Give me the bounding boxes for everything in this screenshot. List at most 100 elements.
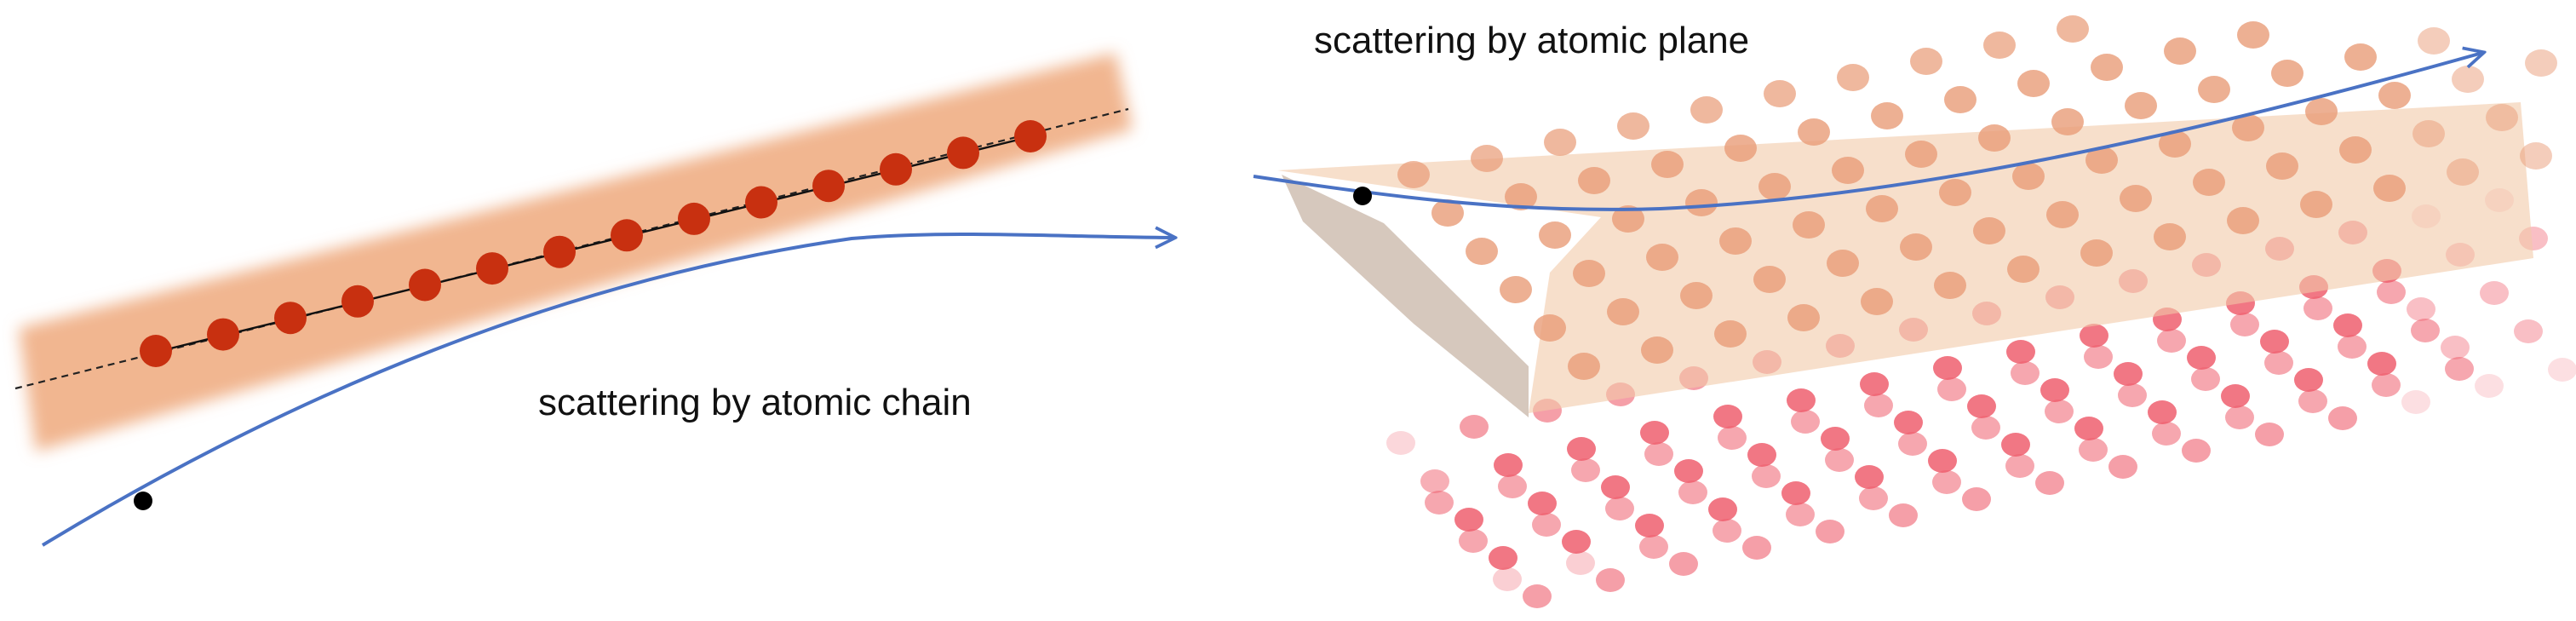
upper-lattice-atom xyxy=(1500,276,1532,303)
upper-lattice-atom xyxy=(2300,191,2332,218)
lower-lattice-atom xyxy=(2080,324,2108,348)
lower-lattice-atom xyxy=(1859,486,1888,510)
lower-lattice-atom xyxy=(1571,458,1600,482)
lower-lattice-atom xyxy=(1532,513,1561,537)
chain-glow-tube xyxy=(19,53,1133,451)
upper-lattice-atom xyxy=(2447,158,2479,186)
upper-lattice-atom xyxy=(1573,260,1605,287)
lower-lattice-atom xyxy=(1596,568,1625,592)
lower-lattice-atom xyxy=(2074,417,2103,440)
lower-lattice-atom xyxy=(1635,514,1664,538)
lower-lattice-atom xyxy=(1860,372,1889,396)
upper-lattice-atom xyxy=(2051,108,2084,135)
chain-atom xyxy=(1014,120,1047,152)
lower-lattice-atom xyxy=(2367,352,2396,376)
lower-lattice-atom xyxy=(2514,319,2543,343)
lower-lattice-atom xyxy=(1498,474,1527,498)
chain-atom xyxy=(745,186,777,219)
upper-lattice-atom xyxy=(2525,49,2557,77)
lower-lattice-atom xyxy=(1489,546,1517,570)
upper-lattice-atom xyxy=(1900,233,1932,261)
upper-lattice-atom xyxy=(1544,129,1576,156)
lower-lattice-atom xyxy=(2005,454,2034,478)
lower-lattice-atom xyxy=(2221,384,2250,408)
lower-lattice-atom xyxy=(2480,281,2509,305)
upper-lattice-atom xyxy=(1905,141,1937,168)
lower-lattice-atom xyxy=(2407,297,2435,321)
lower-lattice-atom xyxy=(2114,362,2143,386)
lower-lattice-atom xyxy=(1889,503,1918,527)
lower-lattice-atom xyxy=(1742,536,1771,560)
upper-lattice-atom xyxy=(2198,76,2230,103)
lower-lattice-atom xyxy=(1420,469,1449,493)
plane-panel: scattering by atomic plane xyxy=(1253,15,2576,608)
chain-atom xyxy=(947,136,979,170)
lower-lattice-atom xyxy=(1562,530,1591,554)
lower-lattice-atom xyxy=(1605,497,1634,520)
plane-caption: scattering by atomic plane xyxy=(1314,20,1749,61)
upper-lattice-atom xyxy=(2266,152,2298,180)
lower-lattice-atom xyxy=(2118,383,2147,407)
lower-lattice-atom xyxy=(1669,552,1698,576)
upper-lattice-atom xyxy=(1690,96,1723,124)
lower-lattice-atom xyxy=(2182,439,2211,463)
lower-lattice-atom xyxy=(2035,471,2064,495)
lower-lattice-atom xyxy=(2157,329,2186,353)
upper-lattice-atom xyxy=(2232,114,2264,141)
upper-lattice-atom xyxy=(2378,82,2411,109)
upper-lattice-atom xyxy=(2057,15,2089,43)
lower-lattice-atom xyxy=(2011,361,2040,385)
chain-atom xyxy=(274,302,307,335)
upper-lattice-atom xyxy=(1612,205,1644,233)
lower-lattice-atom xyxy=(2333,313,2362,337)
lower-lattice-atom xyxy=(2548,358,2576,382)
plane-side-face xyxy=(1282,175,1529,417)
upper-lattice-atom xyxy=(1719,227,1752,255)
upper-lattice-atom xyxy=(1607,298,1639,325)
upper-lattice-atom xyxy=(2237,21,2269,49)
lower-lattice-atom xyxy=(1786,503,1815,526)
lower-lattice-atom xyxy=(1713,405,1742,428)
lower-lattice-atom xyxy=(1494,453,1523,477)
upper-lattice-atom xyxy=(1534,314,1566,342)
upper-lattice-atom xyxy=(2007,256,2040,283)
upper-atom-lattice xyxy=(1397,15,2557,380)
upper-lattice-atom xyxy=(1934,272,1966,299)
upper-lattice-atom xyxy=(1861,288,1893,315)
upper-lattice-atom xyxy=(1978,124,2011,152)
lower-lattice-atom xyxy=(1962,487,1991,511)
upper-lattice-atom xyxy=(2164,37,2196,65)
chain-atom xyxy=(341,285,374,318)
lower-lattice-atom xyxy=(2328,406,2357,430)
lower-lattice-atom xyxy=(1967,394,1996,418)
lower-lattice-atom xyxy=(1937,377,1966,401)
chain-trajectory-curve xyxy=(41,234,1173,547)
lower-lattice-atom xyxy=(2006,340,2035,364)
upper-lattice-atom xyxy=(1983,32,2016,59)
plane-particle-dot xyxy=(1353,187,1372,205)
upper-lattice-atom xyxy=(2486,104,2518,131)
upper-lattice-atom xyxy=(2091,54,2123,81)
upper-lattice-atom xyxy=(1568,353,1600,380)
upper-lattice-atom xyxy=(2012,163,2045,190)
upper-lattice-atom xyxy=(2344,43,2377,71)
upper-lattice-atom xyxy=(1827,250,1859,277)
upper-lattice-atom xyxy=(1651,151,1684,178)
chain-particle-dot xyxy=(134,492,152,510)
lower-lattice-atom xyxy=(1460,415,1489,439)
lower-lattice-atom xyxy=(2303,296,2332,320)
lower-lattice-atom xyxy=(2108,455,2137,479)
lower-lattice-atom xyxy=(1928,449,1957,473)
lower-lattice-atom xyxy=(1567,437,1596,461)
upper-lattice-atom xyxy=(1939,179,1971,206)
upper-lattice-atom xyxy=(1910,48,1942,75)
lower-lattice-atom xyxy=(2401,390,2430,414)
lower-lattice-atom xyxy=(2191,367,2220,391)
lower-lattice-atom xyxy=(1493,567,1522,591)
upper-lattice-atom xyxy=(1617,112,1649,140)
upper-lattice-atom xyxy=(1798,118,1830,146)
upper-lattice-atom xyxy=(1944,86,1976,113)
chain-atom xyxy=(409,268,441,302)
upper-lattice-atom xyxy=(1871,102,1903,129)
lower-lattice-atom xyxy=(1894,411,1923,434)
